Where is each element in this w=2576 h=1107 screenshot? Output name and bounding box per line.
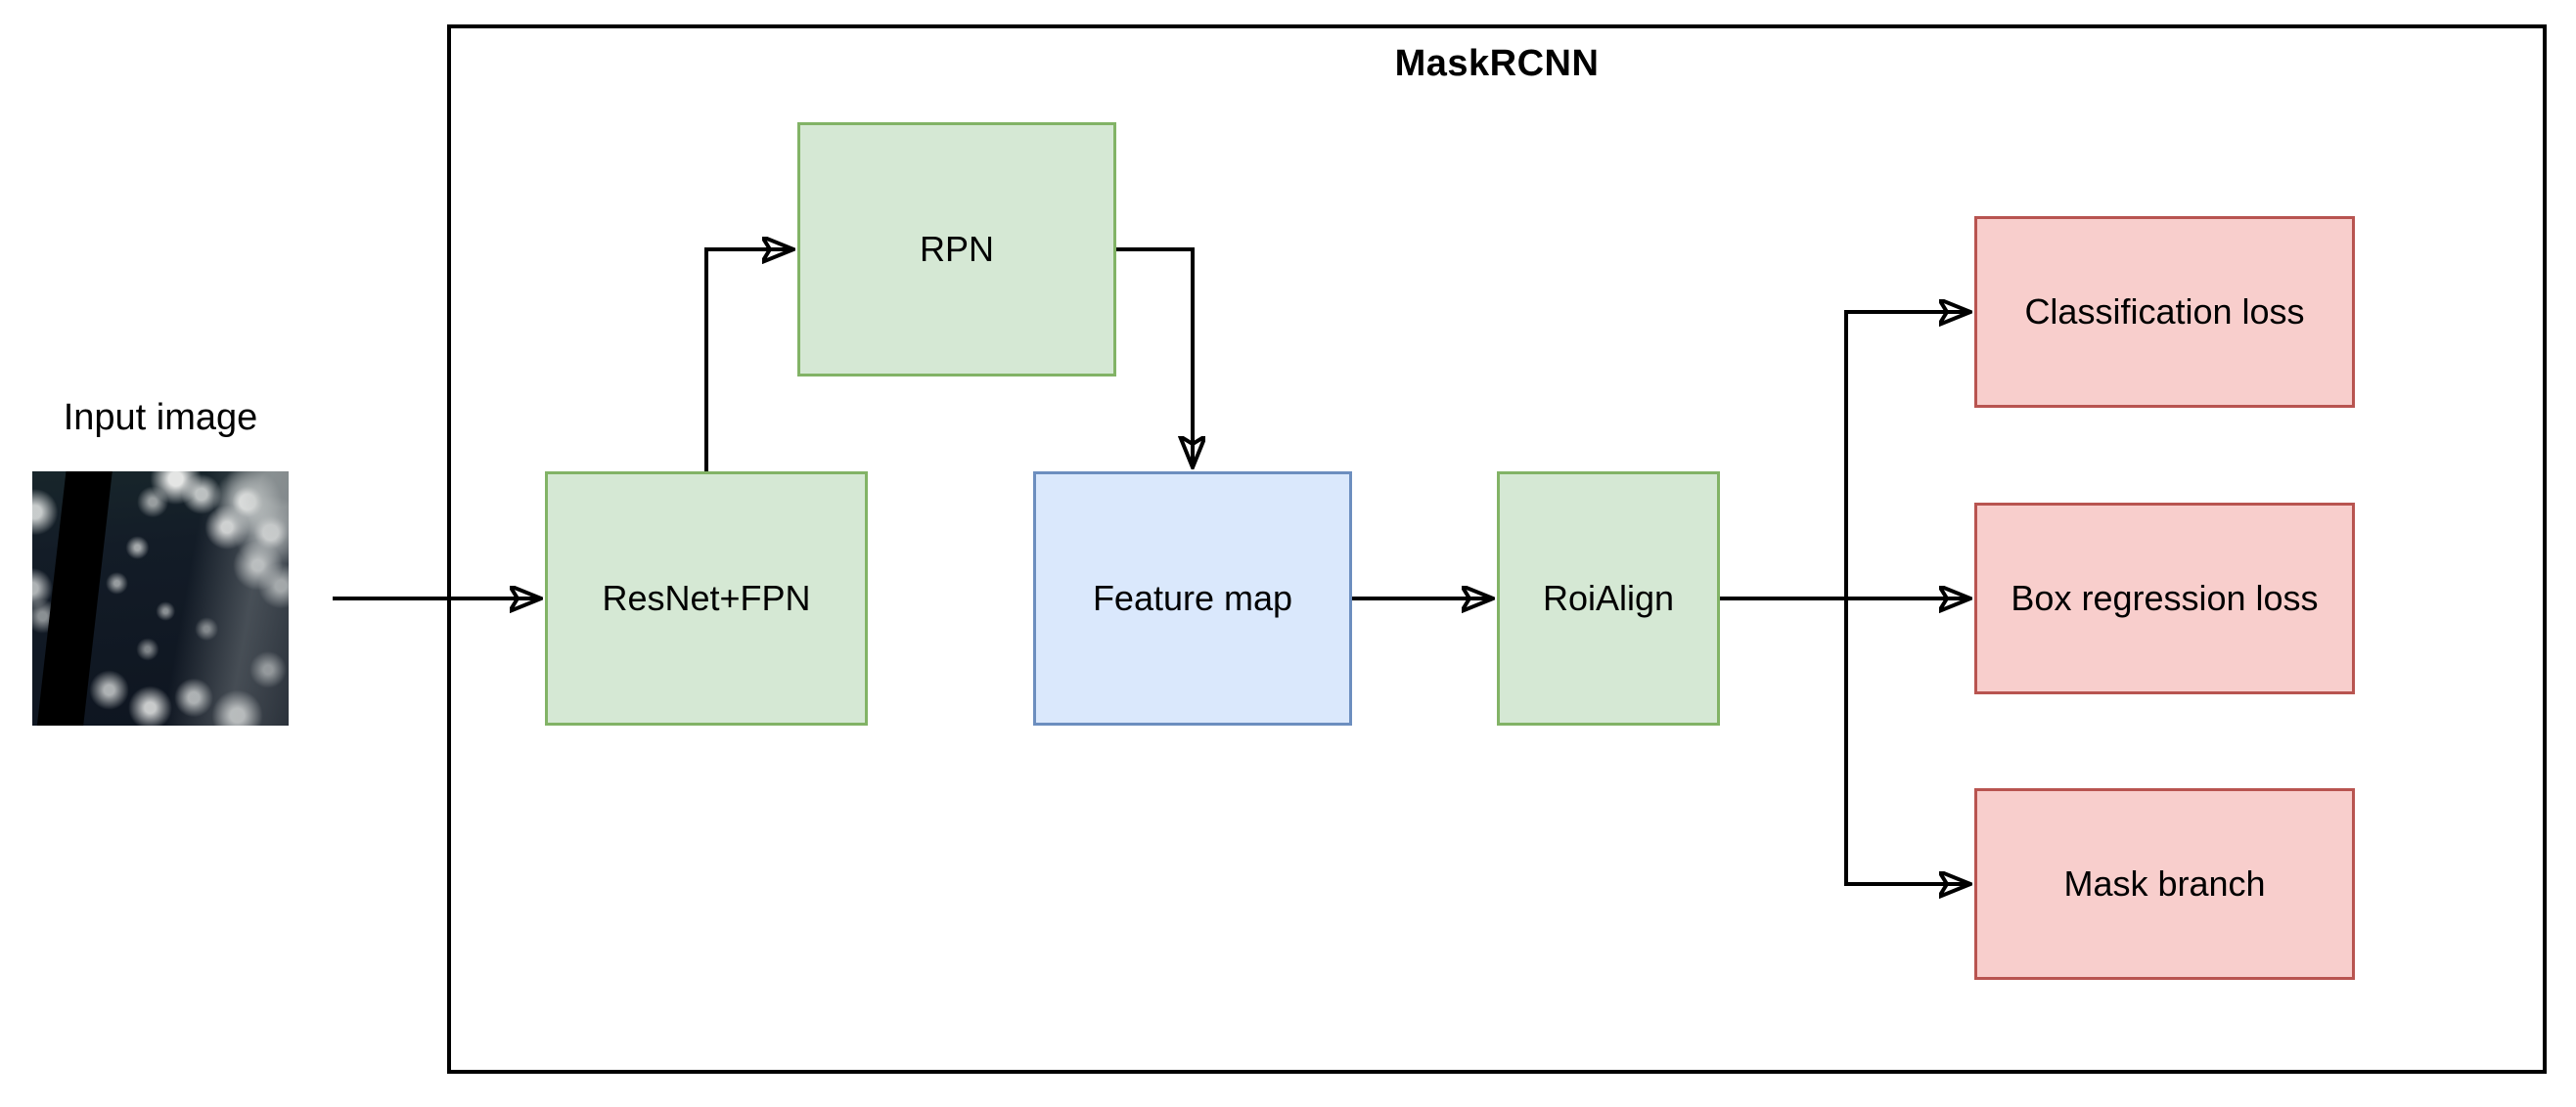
node-classification-loss-label: Classification loss	[2024, 291, 2305, 332]
maskrcnn-container-box	[447, 24, 2547, 1074]
node-box-regression-loss-label: Box regression loss	[2011, 578, 2319, 619]
input-image-label: Input image	[63, 397, 258, 438]
node-box-regression-loss: Box regression loss	[1974, 503, 2355, 694]
node-mask-branch-label: Mask branch	[2063, 863, 2266, 905]
node-roialign: RoiAlign	[1497, 471, 1720, 726]
satellite-missing-data-stripe	[35, 471, 113, 726]
node-resnet-fpn: ResNet+FPN	[545, 471, 868, 726]
node-classification-loss: Classification loss	[1974, 216, 2355, 408]
node-mask-branch: Mask branch	[1974, 788, 2355, 980]
node-resnet-fpn-label: ResNet+FPN	[602, 578, 811, 619]
node-rpn: RPN	[797, 122, 1116, 376]
diagram-title: MaskRCNN	[1394, 43, 1600, 84]
node-roialign-label: RoiAlign	[1542, 578, 1675, 619]
input-satellite-image	[32, 471, 289, 726]
node-rpn-label: RPN	[919, 229, 994, 270]
node-feature-map-label: Feature map	[1092, 578, 1293, 619]
node-feature-map: Feature map	[1033, 471, 1352, 726]
